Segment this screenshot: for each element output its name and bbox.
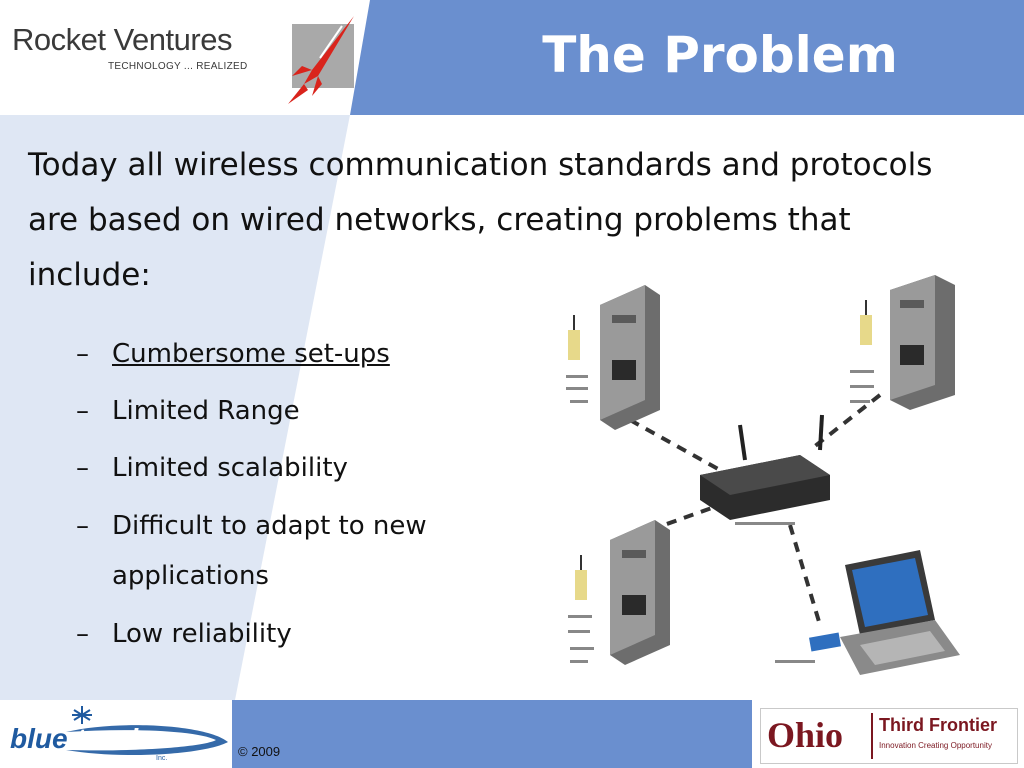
wireless-router [700, 414, 830, 525]
bullet-text: Limited scalability [112, 453, 348, 483]
problem-list: – Cumbersome set-ups – Limited Range – L… [76, 330, 516, 667]
server-tower-bottom-left [568, 520, 670, 665]
left-light-panel [0, 115, 350, 700]
page-title: The Problem [542, 26, 898, 84]
third-frontier-name: Third Frontier [879, 715, 997, 735]
ohio-wordmark: Ohio [767, 715, 844, 755]
logo-divider [871, 713, 873, 759]
third-frontier-tagline: Innovation Creating Opportunity [879, 741, 992, 750]
bullet-link-cumbersome[interactable]: Cumbersome set-ups [112, 339, 390, 369]
bullet-dash: – [76, 339, 89, 369]
list-item: – Limited scalability [76, 444, 516, 492]
svg-text:tronix: tronix [76, 723, 155, 754]
ohio-third-frontier-logo: Ohio Third Frontier Innovation Creating … [760, 708, 1018, 764]
list-item: – Limited Range [76, 387, 516, 435]
server-tower-top-right [850, 275, 955, 410]
bullet-text: Low reliability [112, 619, 292, 649]
bullet-dash: – [76, 453, 89, 483]
list-item[interactable]: – Cumbersome set-ups [76, 330, 516, 378]
bluetronix-logo: blue tronix Inc. [10, 706, 228, 762]
bullet-dash: – [76, 396, 89, 426]
antenna-star-icon [72, 706, 92, 724]
list-item: – Difficult to adapt to new applications [76, 501, 516, 601]
bullet-text: Limited Range [112, 396, 300, 426]
rocket-icon [288, 16, 354, 104]
svg-text:blue: blue [10, 723, 68, 754]
copyright-text: © 2009 [238, 744, 281, 759]
server-tower-top-left [566, 285, 660, 430]
svg-text:Inc.: Inc. [156, 755, 167, 762]
bullet-dash: – [76, 619, 89, 649]
rocket-ventures-logo: Rocket Ventures TECHNOLOGY ... REALIZED [12, 22, 282, 82]
wireless-network-illustration [566, 275, 960, 675]
bullet-text: Difficult to adapt to new applications [112, 511, 427, 591]
list-item: – Low reliability [76, 610, 516, 658]
laptop [775, 550, 960, 675]
logo-name: Rocket Ventures [12, 22, 232, 57]
logo-tagline: TECHNOLOGY ... REALIZED [108, 61, 248, 72]
intro-text: Today all wireless communication standar… [28, 147, 933, 293]
bullet-dash: – [76, 511, 89, 541]
title-band [350, 0, 1024, 115]
